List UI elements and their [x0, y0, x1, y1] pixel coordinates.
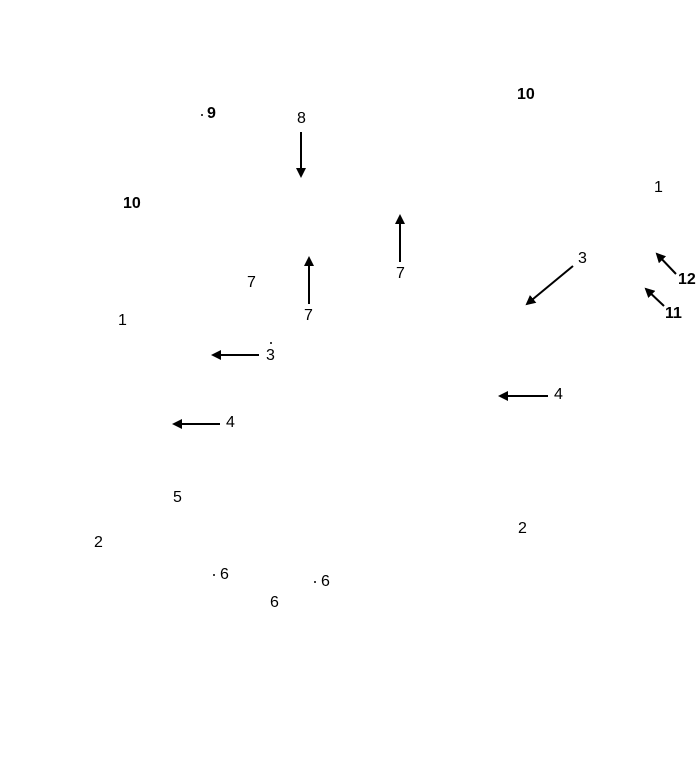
- label-6-bottom: 6: [270, 594, 279, 611]
- arrow-diagonal-3: [525, 265, 574, 306]
- label-9: 9: [207, 105, 216, 122]
- arrow-12: [655, 252, 677, 275]
- label-1-left: 1: [118, 312, 127, 329]
- label-5: 5: [173, 489, 182, 506]
- label-8: 8: [297, 110, 306, 127]
- label-11: 11: [665, 305, 682, 322]
- label-4-right: 4: [554, 386, 563, 403]
- dot-9: [201, 114, 203, 116]
- label-6-left: 6: [220, 566, 229, 583]
- label-6-right: 6: [321, 573, 330, 590]
- label-7-left: 7: [247, 274, 256, 291]
- label-2-right: 2: [518, 520, 527, 537]
- label-3-right: 3: [578, 250, 587, 267]
- dot-6-right: [314, 581, 316, 583]
- label-3-left: 3: [266, 347, 275, 364]
- label-10-right: 10: [517, 86, 535, 103]
- label-10-left: 10: [123, 195, 141, 212]
- label-12: 12: [678, 271, 696, 288]
- dot-6-left: [213, 574, 215, 576]
- arrow-11: [644, 287, 665, 307]
- label-7-right: 7: [396, 265, 405, 282]
- label-4-left: 4: [226, 414, 235, 431]
- dot-3-left: [270, 342, 272, 344]
- label-7-middle: 7: [304, 307, 313, 324]
- label-2-left: 2: [94, 534, 103, 551]
- label-1-right: 1: [654, 179, 663, 196]
